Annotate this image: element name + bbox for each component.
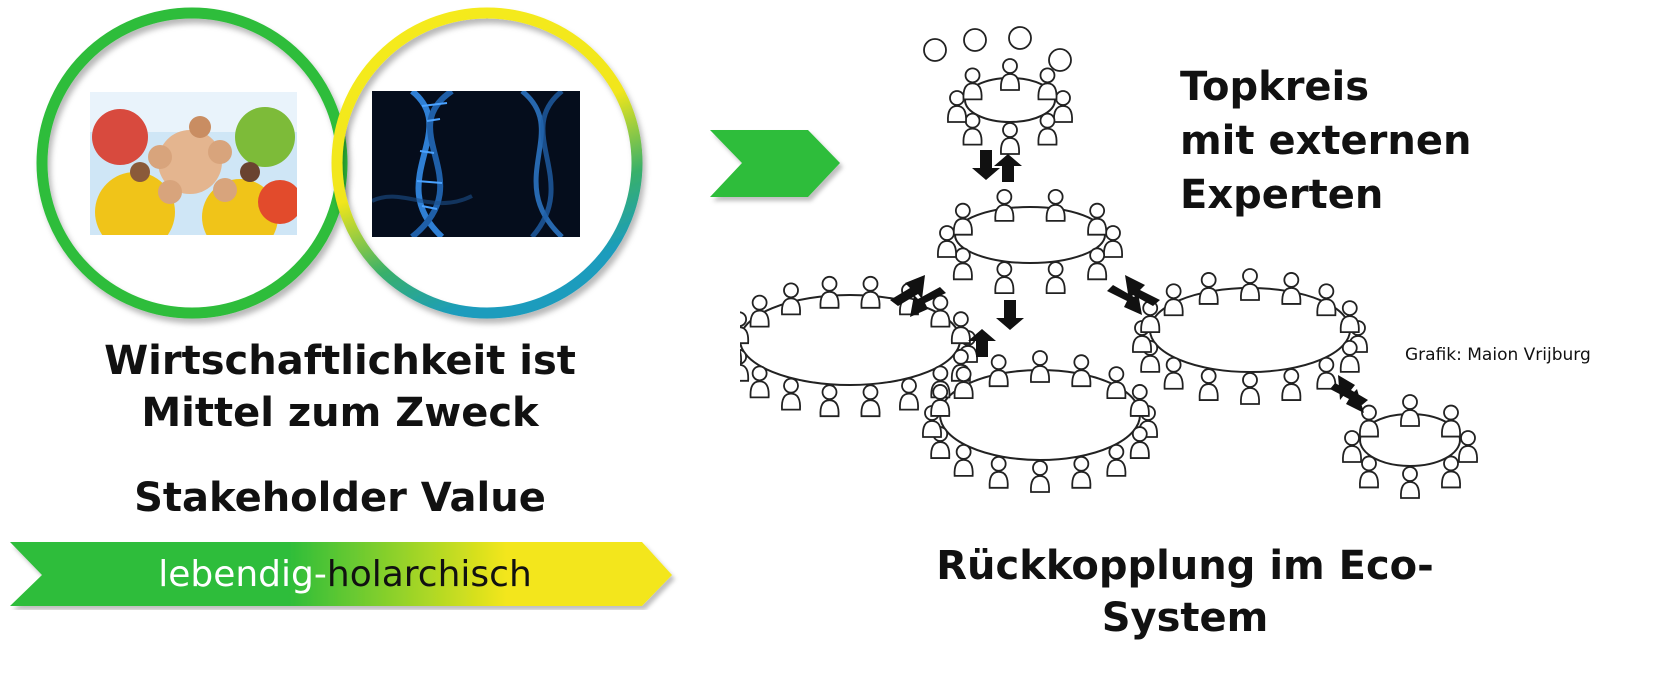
person-figure xyxy=(740,348,750,382)
person-figure xyxy=(1087,247,1108,281)
person-figure xyxy=(1198,368,1219,401)
person-figure xyxy=(1400,466,1420,499)
person-figure xyxy=(1163,356,1184,390)
person-figure xyxy=(1342,430,1362,463)
person-figure xyxy=(950,311,971,345)
person-figure xyxy=(1240,372,1260,405)
person-figure xyxy=(1030,460,1050,493)
person-figure xyxy=(1045,188,1066,222)
person-figure xyxy=(819,384,840,418)
person-figure xyxy=(1000,122,1020,155)
person-figure xyxy=(1240,268,1260,301)
person-figure xyxy=(1037,67,1058,101)
person-figure xyxy=(930,384,951,417)
person-figure xyxy=(953,443,974,477)
economics-heading: Wirtschaftlichkeit ist Mittel zum Zweck xyxy=(30,335,650,439)
people-photo xyxy=(90,92,297,235)
person-figure xyxy=(1030,350,1050,383)
person-figure xyxy=(962,112,983,146)
person-figure xyxy=(994,188,1015,222)
stakeholder-heading: Stakeholder Value xyxy=(134,475,546,521)
chevron-arrow-icon xyxy=(710,130,840,197)
top-circle-label: Topkreis mit externen Experten xyxy=(1180,60,1660,222)
person-figure xyxy=(994,261,1015,295)
person-figure xyxy=(1071,455,1092,489)
person-figure xyxy=(740,349,742,363)
person-figure xyxy=(947,90,967,123)
person-figure xyxy=(952,202,973,236)
person-figure xyxy=(749,294,770,328)
speech-bubble-icon xyxy=(1008,26,1032,50)
person-figure xyxy=(1106,443,1127,477)
person-figure xyxy=(1045,261,1066,295)
person-figure xyxy=(1281,368,1302,401)
person-figure xyxy=(1129,426,1150,459)
feedback-caption: Rückkopplung im Eco-System xyxy=(936,543,1434,641)
person-figure xyxy=(781,282,801,316)
speech-bubble-icon xyxy=(923,38,947,62)
person-figure xyxy=(1281,272,1302,305)
person-figure xyxy=(781,377,801,411)
person-figure xyxy=(1359,404,1379,438)
person-figure xyxy=(1316,356,1337,390)
circle-meetings-sketch xyxy=(740,26,1478,499)
gradient-ring xyxy=(331,7,643,319)
person-figure xyxy=(1458,430,1478,463)
ribbon-label-part2: holarchisch xyxy=(326,554,532,595)
person-figure xyxy=(1087,202,1108,236)
person-figure xyxy=(1441,404,1461,438)
graphic-credit: Grafik: Maion Vrijburg xyxy=(1405,345,1591,365)
person-figure xyxy=(1106,366,1127,400)
person-figure xyxy=(1140,300,1161,333)
person-figure xyxy=(1359,455,1379,489)
person-figure xyxy=(1316,283,1337,317)
person-figure xyxy=(860,275,881,309)
ribbon-label-part1: lebendig- xyxy=(158,554,327,595)
heading-line-1: Wirtschaftlichkeit ist xyxy=(104,338,576,384)
ribbon-label: lebendig-holarchisch xyxy=(10,540,680,610)
venn-rings xyxy=(36,7,643,319)
person-figure xyxy=(740,311,750,345)
person-figure xyxy=(1441,455,1461,489)
person-figure xyxy=(1000,58,1020,91)
person-figure xyxy=(953,366,974,400)
speech-bubble-icon xyxy=(963,28,987,52)
speech-bubble-icon xyxy=(1048,48,1072,72)
person-figure xyxy=(1339,339,1360,373)
person-figure xyxy=(988,354,1009,388)
person-figure xyxy=(1163,283,1184,317)
person-figure xyxy=(1037,112,1058,146)
holarchic-ribbon: lebendig-holarchisch xyxy=(10,540,680,610)
person-figure xyxy=(1400,394,1420,427)
person-figure xyxy=(1071,354,1092,388)
person-figure xyxy=(952,247,973,281)
person-figure xyxy=(1339,300,1360,333)
person-figure xyxy=(930,294,951,328)
person-figure xyxy=(1129,384,1150,417)
person-figure xyxy=(899,377,919,411)
person-figure xyxy=(962,67,983,101)
person-figure xyxy=(1198,272,1219,305)
dna-photo xyxy=(372,91,580,237)
top-circle-label-line-2: mit externen Experten xyxy=(1180,118,1472,218)
top-circle-label-line-1: Topkreis xyxy=(1180,64,1370,110)
person-figure xyxy=(860,384,881,418)
heading-line-2: Mittel zum Zweck xyxy=(141,390,539,436)
person-figure xyxy=(988,455,1009,489)
person-figure xyxy=(749,365,770,399)
person-figure xyxy=(937,225,957,258)
person-figure xyxy=(819,275,840,309)
